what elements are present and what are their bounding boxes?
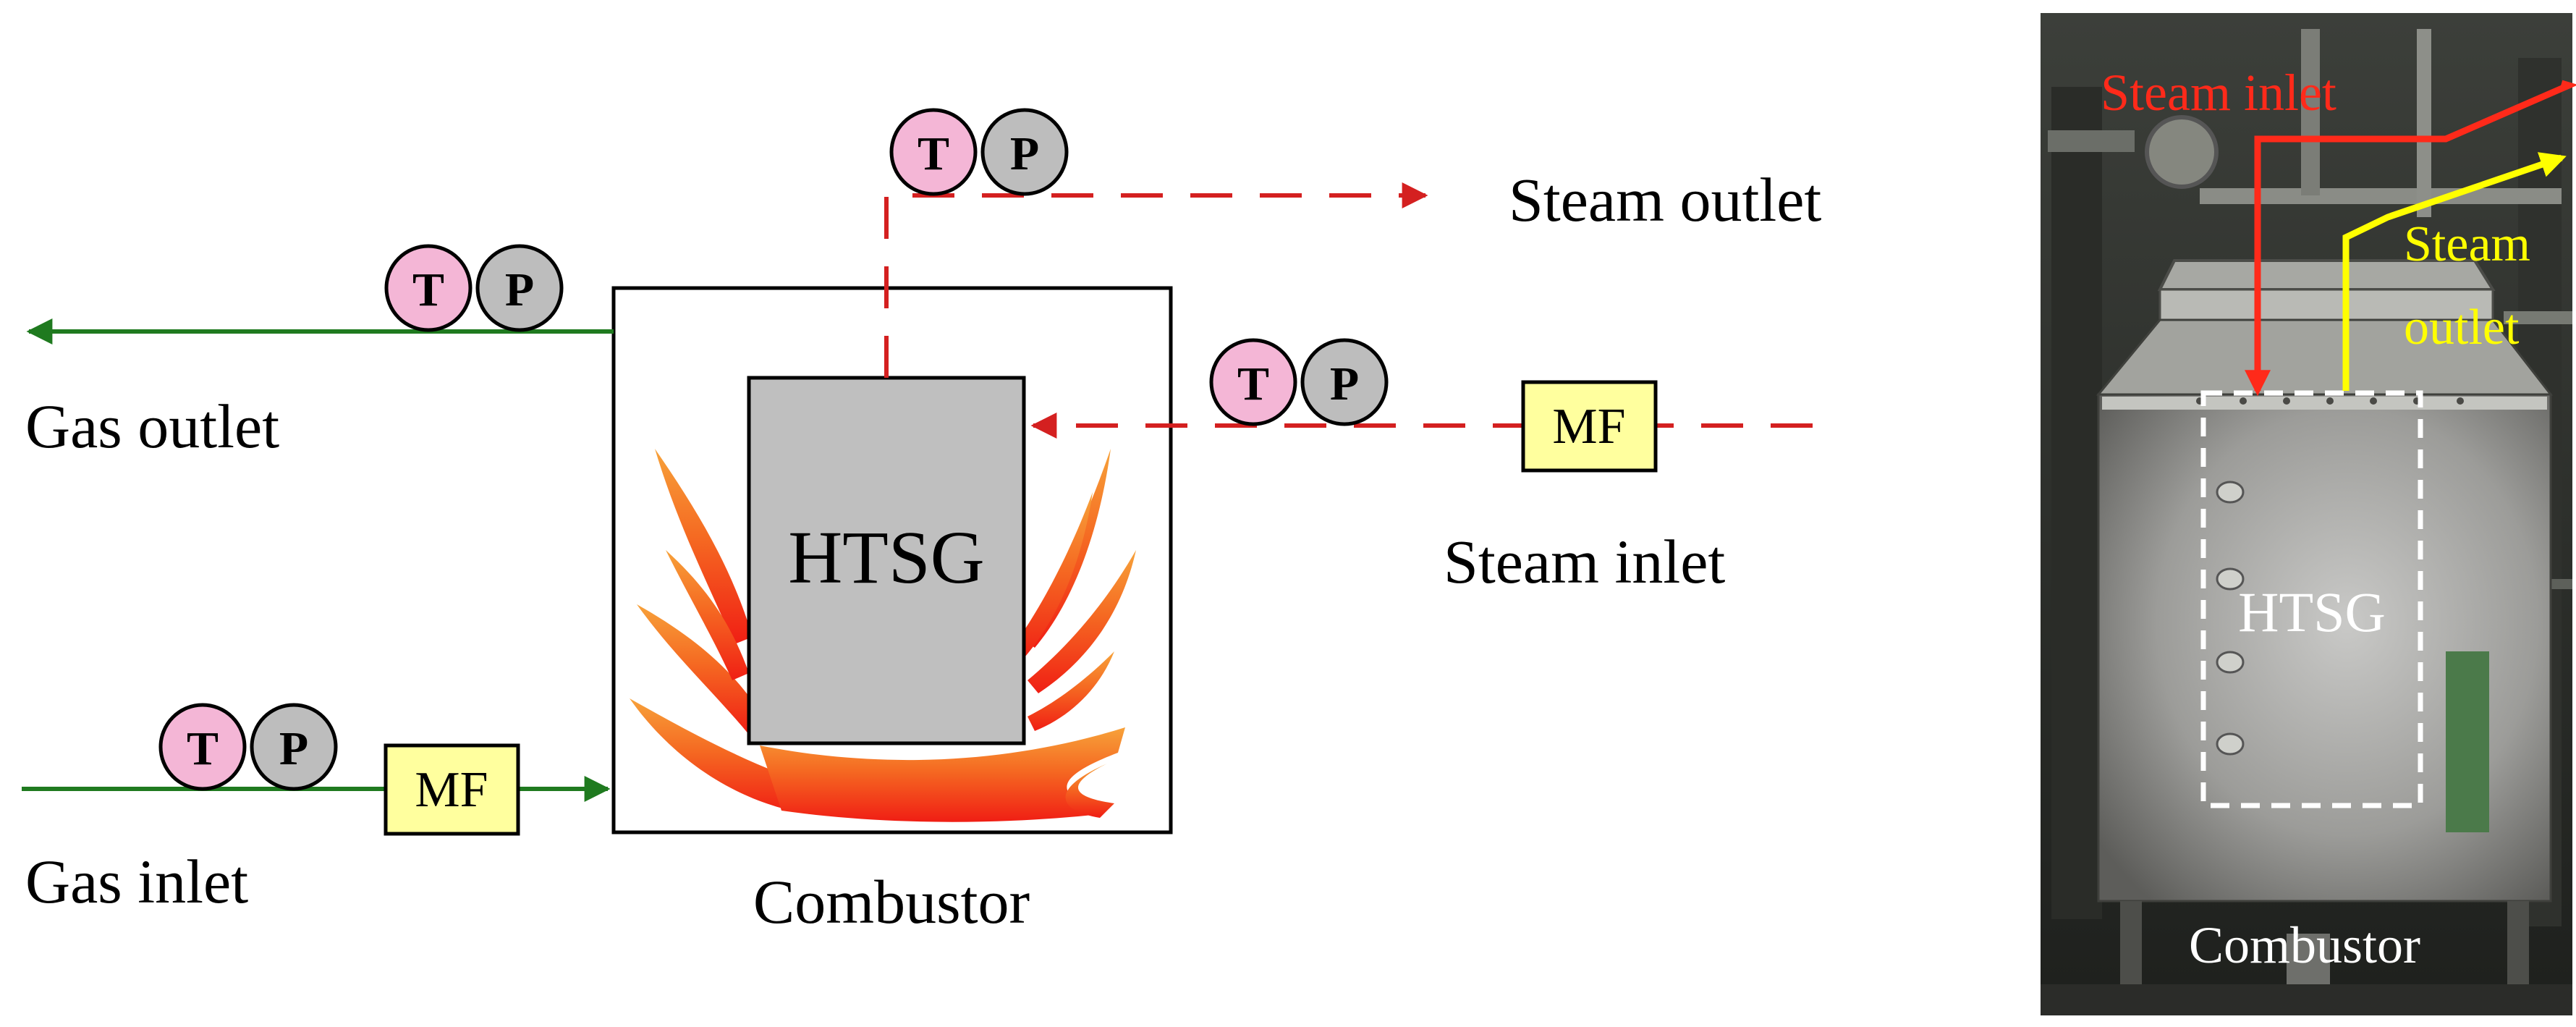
gas-inlet-label: Gas inlet <box>25 847 248 916</box>
steam-outlet-label: Steam outlet <box>1509 165 1821 234</box>
photo-steam-inlet-arrow <box>2245 80 2576 397</box>
mass-flow-meter-gas: MF <box>384 743 520 836</box>
steam-inlet-sensors: T P <box>1209 338 1389 426</box>
steam-inlet-label: Steam inlet <box>1444 527 1725 596</box>
mass-flow-symbol: MF <box>415 762 488 818</box>
gas-inlet-sensors: T P <box>158 703 338 791</box>
temperature-symbol: T <box>412 263 444 316</box>
temperature-sensor-icon <box>384 244 473 332</box>
htsg-label: HTSG <box>788 516 985 599</box>
pressure-sensor-icon <box>475 244 564 332</box>
mass-flow-meter-steam: MF <box>1521 380 1658 473</box>
photo-combustor-label: Combustor <box>2189 916 2420 974</box>
photo-htsg-box <box>2200 390 2423 808</box>
temperature-sensor-icon <box>1209 338 1297 426</box>
temperature-symbol: T <box>187 722 219 775</box>
temperature-symbol: T <box>918 127 949 180</box>
gas-outlet-sensors: T P <box>384 244 564 332</box>
schematic: HTSG T P T P T P <box>22 108 1821 937</box>
pressure-symbol: P <box>1330 358 1359 410</box>
pressure-sensor-icon <box>1300 338 1389 426</box>
flame-icon <box>630 449 1136 822</box>
gas-outlet-label: Gas outlet <box>25 392 279 461</box>
photo-steam-outlet-arrow <box>2342 152 2567 391</box>
photo-steam-outlet-label-line2: outlet <box>2404 300 2520 355</box>
temperature-sensor-icon <box>889 108 978 196</box>
combustor-label: Combustor <box>753 867 1030 937</box>
temperature-symbol: T <box>1237 358 1269 410</box>
pressure-symbol: P <box>505 263 534 316</box>
pressure-symbol: P <box>1010 127 1039 180</box>
pressure-sensor-icon <box>250 703 338 791</box>
steam-outlet-sensors: T P <box>889 108 1069 196</box>
mass-flow-symbol: MF <box>1552 399 1625 455</box>
temperature-sensor-icon <box>158 703 247 791</box>
pressure-symbol: P <box>279 722 308 775</box>
pressure-sensor-icon <box>980 108 1069 196</box>
equipment-photo: Steam inlet Steam outlet HTSG Combustor <box>2041 13 2576 1015</box>
photo-steam-inlet-label: Steam inlet <box>2101 64 2336 122</box>
htsg-block <box>747 376 1026 745</box>
photo-htsg-label: HTSG <box>2238 580 2386 643</box>
photo-steam-outlet-label-line1: Steam <box>2404 216 2530 272</box>
